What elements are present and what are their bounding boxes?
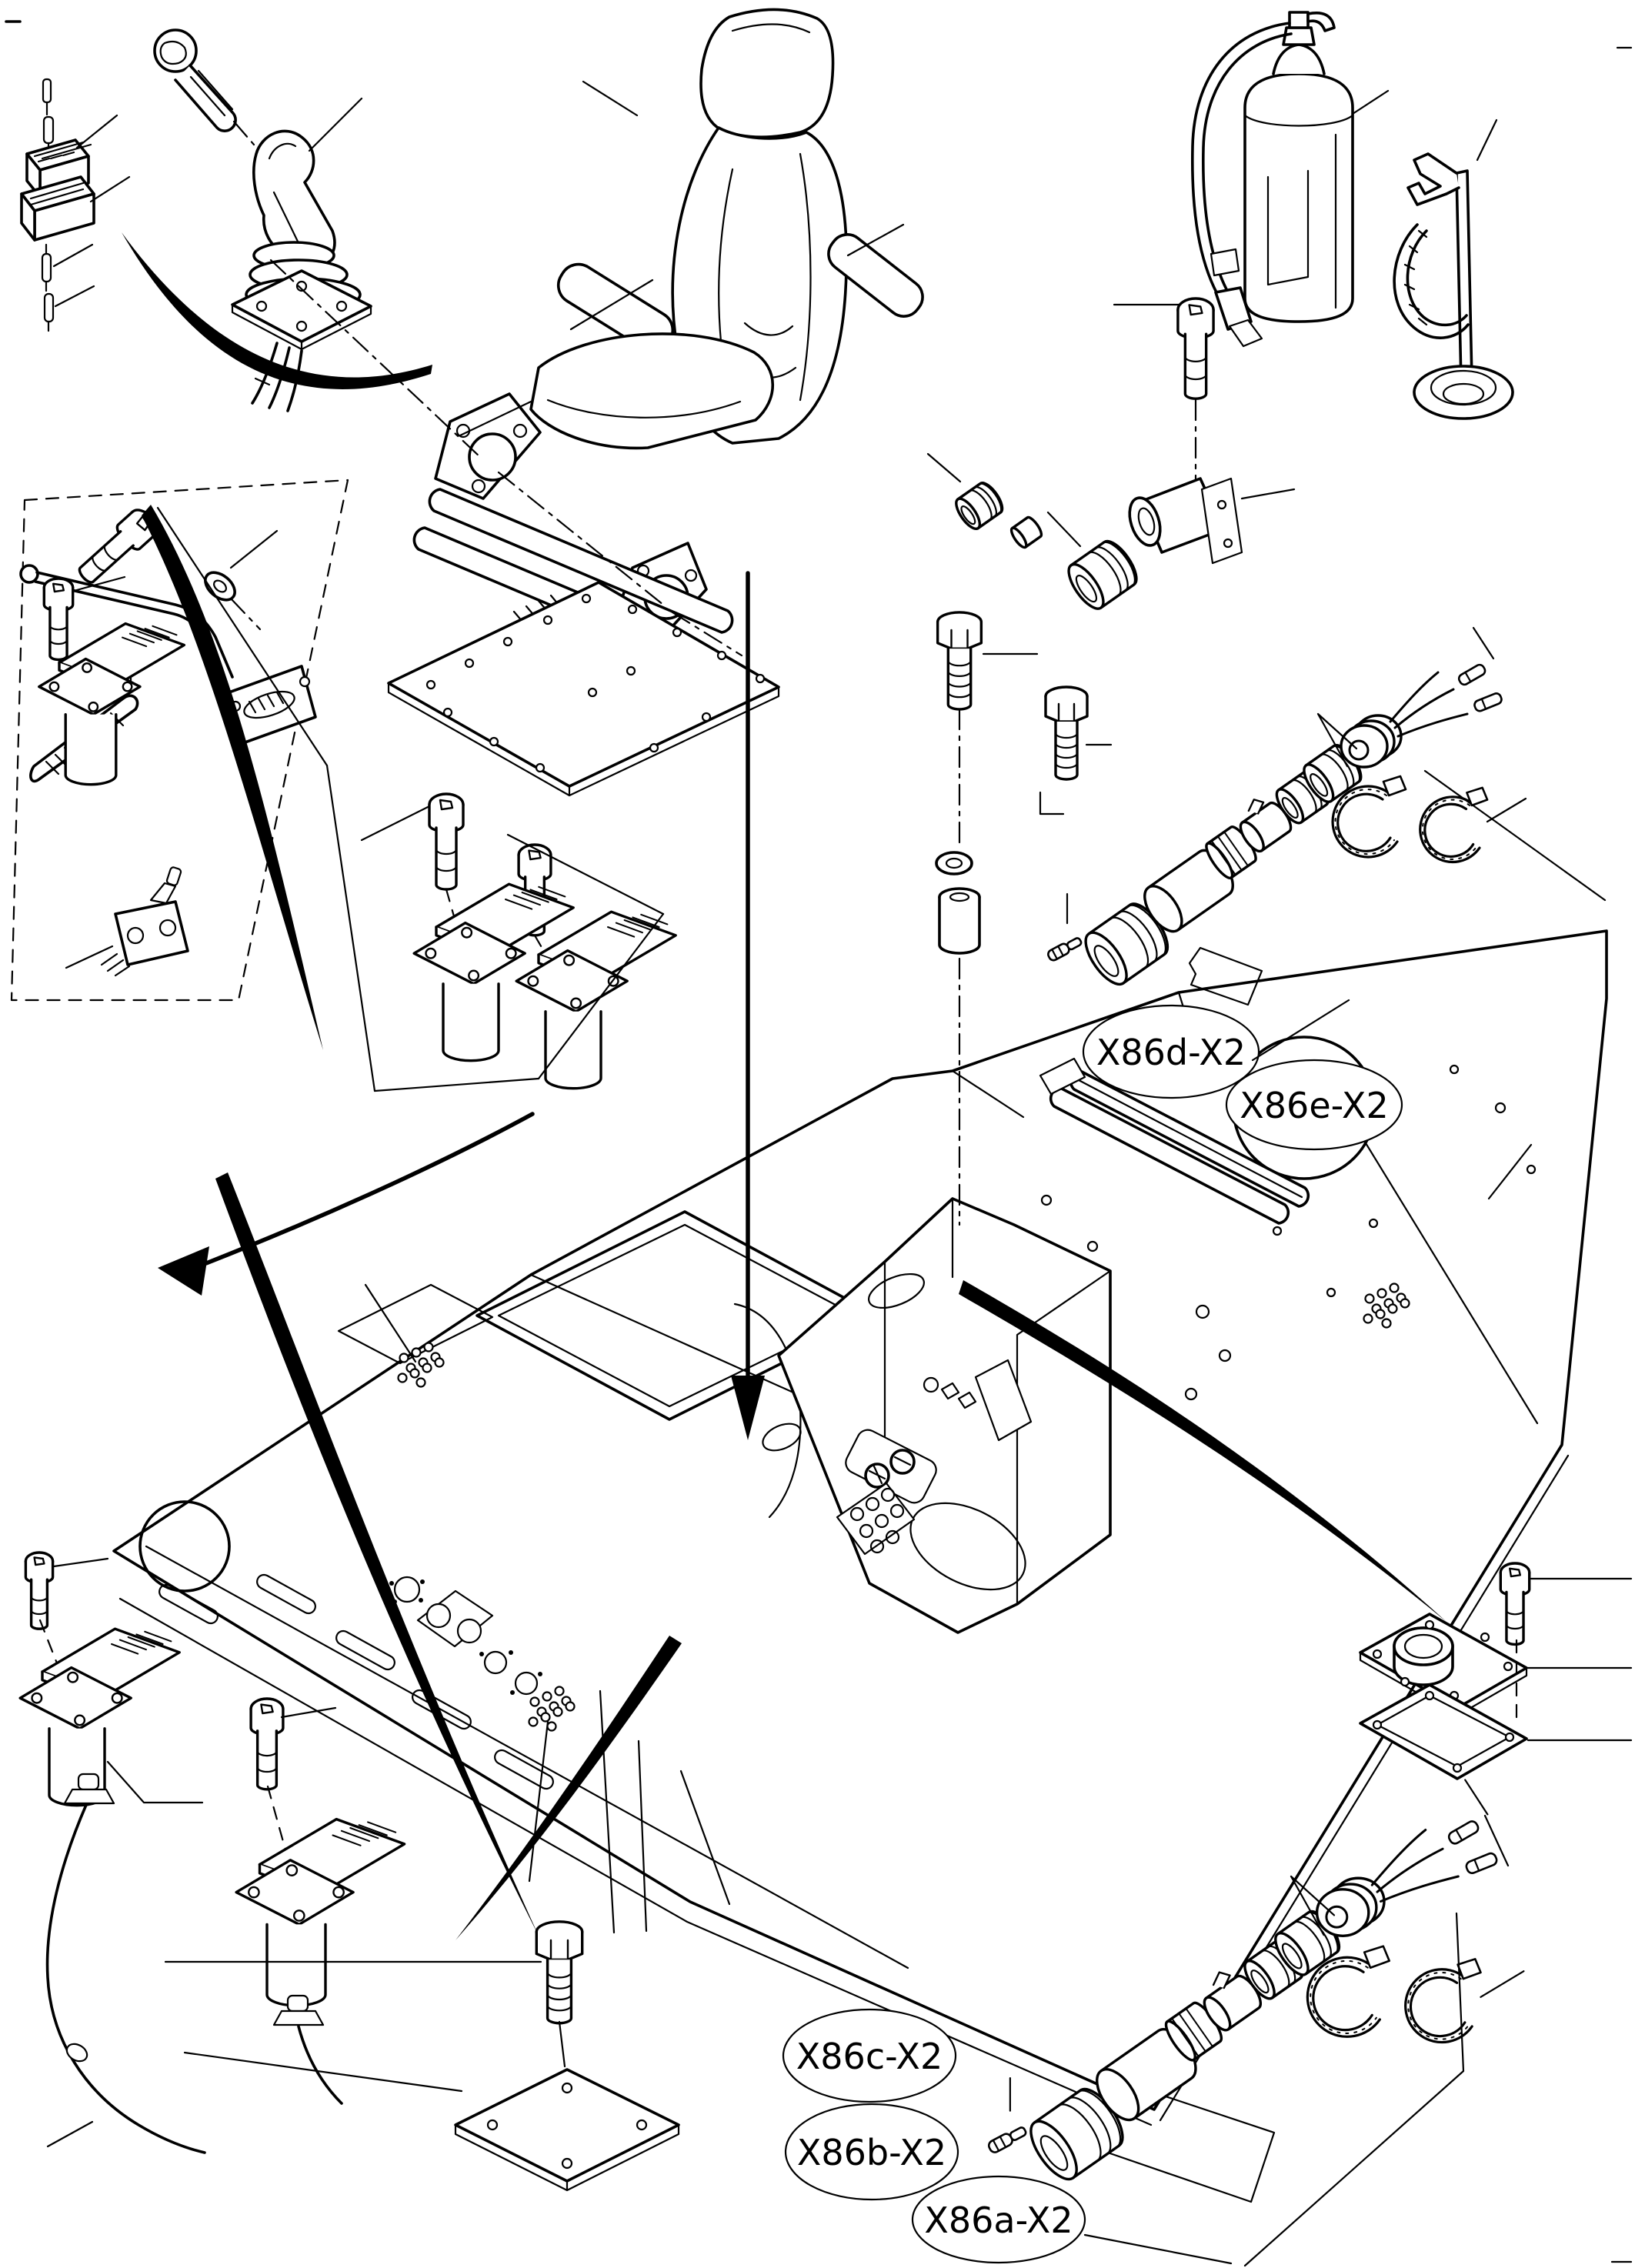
swoosh-to-left-pedal [204,1112,535,1266]
joystick-base-plate [231,269,372,351]
callout-X86e: X86e-X2 [1225,1059,1403,1151]
floor-holes [1040,1064,1537,1401]
perforation-grid-center [397,1342,445,1388]
small-part-leaders [52,114,131,308]
seat-cushion [529,332,774,450]
washer [935,851,973,876]
callout-X86d: X86d-X2 [1082,1004,1260,1099]
deck-connector-holes [389,1576,542,1696]
armrest-right [827,233,924,318]
skirt-slots [158,1573,554,1790]
seat-plate-bolt-assembly [935,611,1039,1226]
spacer-nut [938,887,981,955]
limit-switch [65,866,189,977]
extinguisher-bracket [1393,118,1514,420]
terminal-pins-and-connector-blocks [20,78,131,332]
floor-leader-lines [364,1143,1533,1934]
callout-leader-de [1251,999,1350,1062]
callout-X86c: X86c-X2 [782,2008,957,2103]
pedal-assembly-bottom-B [235,1697,406,2105]
fire-extinguisher [1190,11,1390,348]
callout-X86d-label: X86d-X2 [1096,1032,1246,1073]
console-display-opening [974,1359,1033,1442]
frame-tick-marks [5,20,1633,2263]
perforation-grid-left [528,1686,576,1732]
pedal-B-fitting [272,1994,343,2105]
seat-leader-lines [459,80,905,437]
console-switch-panel [845,1429,937,1504]
pedal-assembly-left [38,575,185,786]
console-button-panel [836,1482,916,1556]
headrest [699,8,835,138]
install-direction-arrow [731,571,765,1440]
bracket-base-ring [1413,365,1514,420]
extinguisher-valve [1282,11,1336,46]
hose-clamp-block [1128,477,1243,565]
callout-X86a: X86a-X2 [911,2175,1233,2265]
connector-assembly-upper [1039,628,1526,991]
control-console [777,1197,1112,1634]
bottom-cover-plate-assembly [164,1919,680,2192]
callout-X86e-label: X86e-X2 [1240,1085,1388,1126]
lever-detail-group [10,479,349,1002]
extinguisher-hose [1190,22,1293,348]
clamp-bolt-assembly [1113,297,1296,565]
operator-seat [412,8,924,672]
gasket [1359,1683,1528,1780]
joystick-control [153,28,743,657]
collar [1393,1626,1454,1686]
connector-assembly-lower [987,1780,1524,2267]
pedal-assembly-bottom-A [18,1551,206,2154]
side-cover-plate-assembly [1359,1562,1633,1780]
callout-X86b: X86b-X2 [784,2103,959,2201]
callout-X86b-label: X86b-X2 [797,2132,946,2173]
callout-X86c-label: X86c-X2 [796,2036,943,2077]
seat-rails [1039,1057,1310,1225]
lever-bolt [71,503,279,631]
joystick-bolt [153,28,255,146]
seat-mounting-plate [387,581,780,797]
pedal-A-fitting-and-cable [45,1773,206,2154]
motion-swooshes [122,232,1446,1940]
connector-tray [20,175,95,242]
detail-projection-lines [156,506,665,1092]
perforation-grid-right [1363,1282,1410,1329]
harness-grommet-fittings [926,452,1143,614]
pedal-pass-hole [138,1500,231,1593]
detail-boundary [10,479,349,1002]
callout-X86a-label: X86a-X2 [924,2200,1073,2241]
pedal-assemblies-middle [156,506,677,1092]
